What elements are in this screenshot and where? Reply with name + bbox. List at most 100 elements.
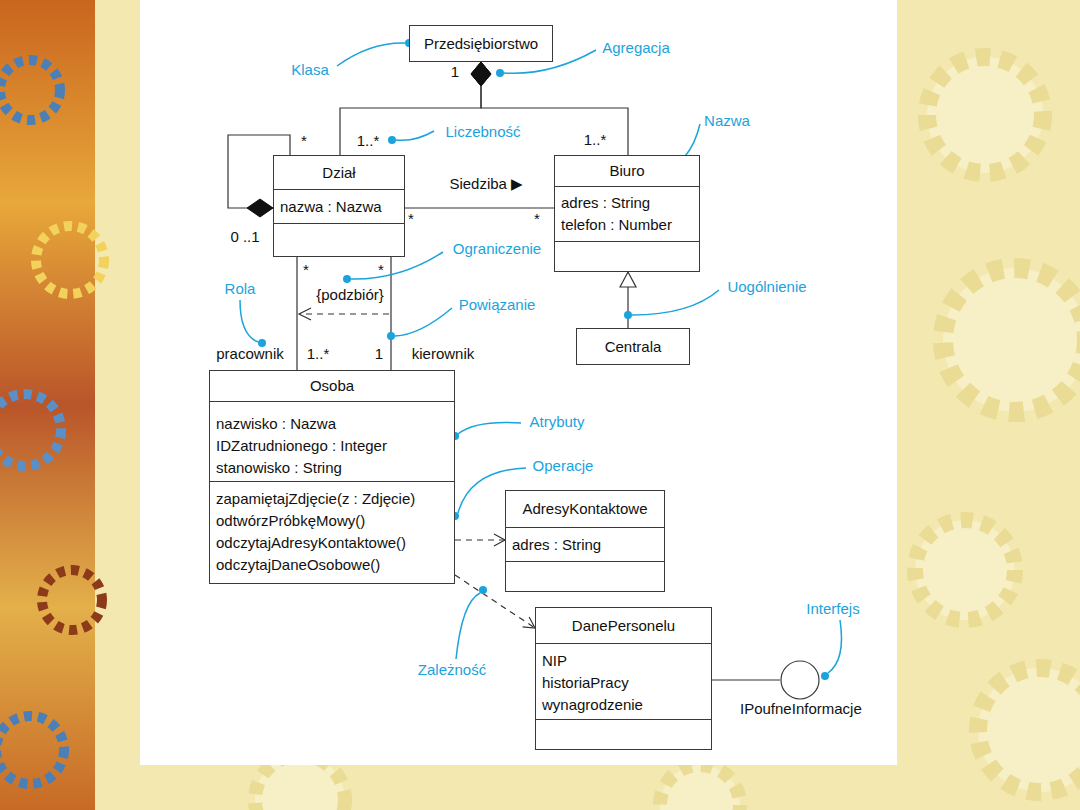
class-box: Biuro adres : Stringtelefon : Number (554, 155, 700, 272)
white-panel (140, 0, 897, 765)
interface-symbol (780, 660, 820, 700)
class-compartment: Centrala (577, 329, 689, 364)
class-box: DanePersoneluNIPhistoriaPracywynagrodzen… (535, 607, 712, 750)
association-label: * (303, 261, 309, 279)
association-line (296, 257, 297, 370)
association-label: 1..* (307, 345, 330, 363)
class-compartment (536, 719, 711, 749)
association-label: {podzbiór} (316, 286, 384, 304)
class-box: Przedsiębiorstwo (409, 25, 553, 62)
gear-decor (660, 765, 740, 810)
callout-label: Uogólnienie (727, 278, 806, 296)
leader-dot (624, 311, 632, 319)
association-label: * (378, 261, 384, 279)
class-member: nazwisko : Nazwa (216, 413, 336, 435)
class-member: adres : String (561, 192, 650, 214)
class-compartment: nazwisko : NazwaIDZatrudnionego : Intege… (210, 401, 454, 481)
class-member: NIP (542, 650, 567, 672)
class-compartment: adres : String (506, 527, 664, 561)
association-label: kierownik (412, 345, 475, 363)
class-member: adres : String (512, 534, 601, 556)
class-box: AdresyKontaktowe adres : String (505, 490, 665, 592)
interface-node: IPoufneInformacje (740, 660, 860, 718)
association-label: * (301, 132, 307, 150)
class-member: IDZatrudnionego : Integer (216, 435, 387, 457)
class-member: wynagrodzenie (542, 694, 643, 716)
class-member: stanowisko : String (216, 457, 342, 479)
class-compartment: Osoba (210, 371, 454, 401)
class-compartment: Biuro (555, 156, 699, 186)
class-box: Osoba nazwisko : NazwaIDZatrudnionego : I… (209, 370, 455, 584)
class-member: odczytajAdresyKontaktowe() (216, 532, 406, 554)
class-name: Przedsiębiorstwo (424, 33, 538, 55)
gear-decor (943, 268, 1080, 412)
leader-line (240, 300, 258, 342)
leader-dot (388, 136, 396, 144)
class-compartment: AdresyKontaktowe (506, 491, 664, 527)
class-compartment: nazwa : Nazwa (274, 189, 404, 223)
leader-dot (343, 275, 351, 283)
class-name: DanePersonelu (572, 615, 675, 637)
gear-decor (42, 570, 102, 630)
class-compartment: NIPhistoriaPracywynagrodzenie (536, 643, 711, 719)
association-line (481, 62, 628, 155)
leader-line (458, 422, 521, 434)
gear-decor (0, 60, 60, 120)
subset-dependency (300, 313, 389, 314)
class-name: Biuro (609, 160, 644, 182)
class-compartment: DanePersonelu (536, 608, 711, 643)
class-member: nazwa : Nazwa (280, 196, 382, 218)
class-member: telefon : Number (561, 214, 672, 236)
callout-label: Interfejs (806, 600, 859, 618)
gear-decor (915, 520, 1015, 620)
association-label: 1 (375, 345, 383, 363)
class-box: Centrala (576, 328, 690, 365)
leader-dot (496, 69, 504, 77)
gear-decor (978, 668, 1080, 792)
class-compartment: Przedsiębiorstwo (410, 26, 552, 61)
association-label: pracownik (216, 345, 284, 363)
open-arrow-head (299, 308, 311, 320)
callout-label: Agregacja (602, 39, 670, 57)
side-stripe (0, 0, 95, 810)
leader-dot (387, 332, 395, 340)
association-label: 1..* (584, 131, 607, 149)
leader-line (395, 308, 452, 336)
class-compartment (506, 561, 664, 591)
association-line (405, 207, 554, 208)
class-compartment (555, 241, 699, 271)
association-label: 0 ..1 (230, 228, 259, 246)
leader-line (828, 620, 842, 673)
association-line (340, 62, 481, 155)
association-label: * (534, 210, 540, 228)
class-compartment: zapamiętajZdjęcie(z : Zdjęcie)odtwórzPró… (210, 481, 454, 583)
association-label: * (408, 210, 414, 228)
leader-line (337, 43, 405, 66)
association-name: Siedziba ▶ (449, 175, 522, 193)
interface-circle (781, 661, 819, 699)
gear-decor (36, 226, 104, 294)
gear-decor (0, 394, 61, 466)
class-member: zapamiętajZdjęcie(z : Zdjęcie) (216, 488, 415, 510)
association-line (712, 679, 780, 680)
class-compartment (274, 223, 404, 256)
class-name: Centrala (605, 336, 662, 358)
class-member: historiaPracy (542, 672, 629, 694)
class-box: Dział nazwa : Nazwa (273, 155, 405, 257)
dependency-line (455, 539, 505, 540)
association-label: 1 (451, 63, 459, 81)
callout-label: Zależność (418, 661, 486, 679)
callout-label: Rola (225, 280, 256, 298)
class-name: AdresyKontaktowe (522, 498, 647, 520)
gear-decor (927, 57, 1043, 173)
class-compartment: Dział (274, 156, 404, 189)
association-line (627, 272, 628, 328)
callout-label: Liczebność (445, 123, 520, 141)
callout-label: Ograniczenie (453, 240, 541, 258)
leader-line (632, 290, 719, 315)
class-member: odtwórzPróbkęMowy() (216, 510, 365, 532)
leader-dot (821, 672, 829, 680)
association-label: 1..* (357, 132, 380, 150)
class-name: Osoba (310, 375, 354, 397)
leader-dot (479, 586, 487, 594)
